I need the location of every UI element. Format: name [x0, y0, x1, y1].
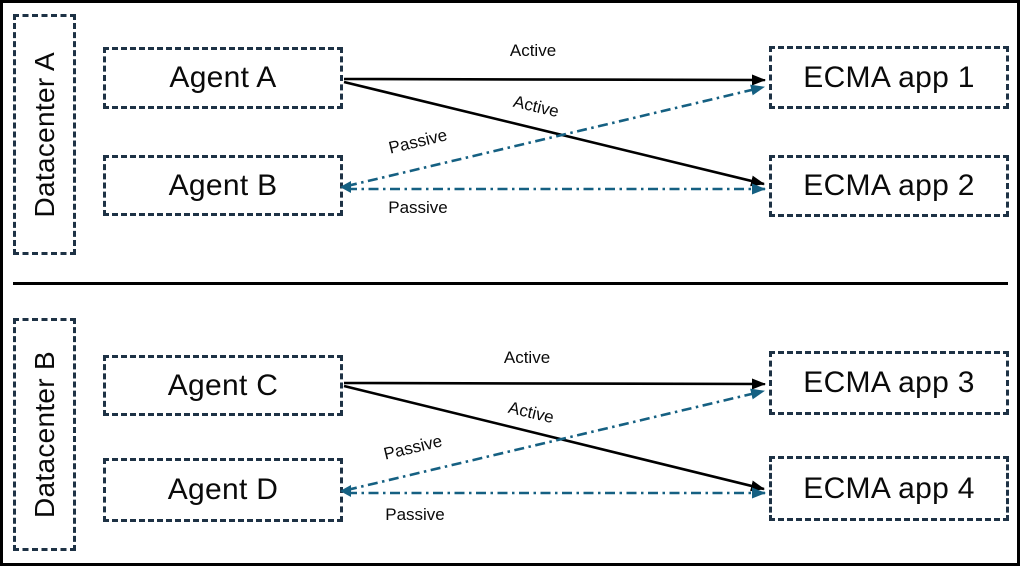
agent-c-label: Agent C	[167, 368, 279, 402]
ecma-app-2-label: ECMA app 2	[803, 169, 975, 202]
agent-a-box: Agent A	[103, 47, 343, 109]
link-agent-c-to-ecma-app-3	[343, 378, 766, 390]
agent-d-box: Agent D	[103, 458, 343, 522]
label-passive-b-to-app1: Passive	[386, 125, 450, 158]
ecma-app-1-box: ECMA app 1	[769, 46, 1009, 109]
agent-c-box: Agent C	[103, 355, 343, 416]
agent-b-label: Agent B	[168, 168, 278, 202]
datacenter-b-box: Datacenter B	[13, 318, 76, 551]
label-passive-b-to-app2: Passive	[388, 198, 448, 217]
agent-a-label: Agent A	[169, 61, 277, 94]
link-agent-a-to-ecma-app-2	[343, 80, 765, 187]
label-active-a-to-app2: Active	[511, 91, 561, 122]
link-agent-c-to-ecma-app-4	[343, 384, 765, 492]
datacenter-a-label: Datacenter A	[28, 51, 60, 218]
agent-d-label: Agent D	[167, 473, 279, 506]
label-active-a-to-app1: Active	[509, 41, 557, 60]
ecma-app-3-box: ECMA app 3	[769, 351, 1009, 415]
ecma-app-1-label: ECMA app 1	[803, 60, 975, 94]
label-passive-d-to-app3: Passive	[381, 431, 445, 464]
link-agent-a-to-ecma-app-1	[343, 74, 766, 86]
ecma-app-4-box: ECMA app 4	[769, 456, 1009, 521]
datacenter-a-box: Datacenter A	[13, 14, 76, 255]
label-active-c-to-app3: Active	[503, 348, 551, 367]
datacenter-divider-line	[13, 282, 1008, 285]
ecma-app-3-label: ECMA app 3	[803, 366, 975, 399]
datacenter-b-label: Datacenter B	[28, 350, 60, 519]
label-passive-d-to-app4: Passive	[385, 505, 445, 524]
ecma-app-4-label: ECMA app 4	[803, 471, 975, 505]
label-active-c-to-app4: Active	[506, 397, 556, 428]
agent-b-box: Agent B	[103, 155, 343, 216]
ecma-app-2-box: ECMA app 2	[769, 155, 1009, 217]
